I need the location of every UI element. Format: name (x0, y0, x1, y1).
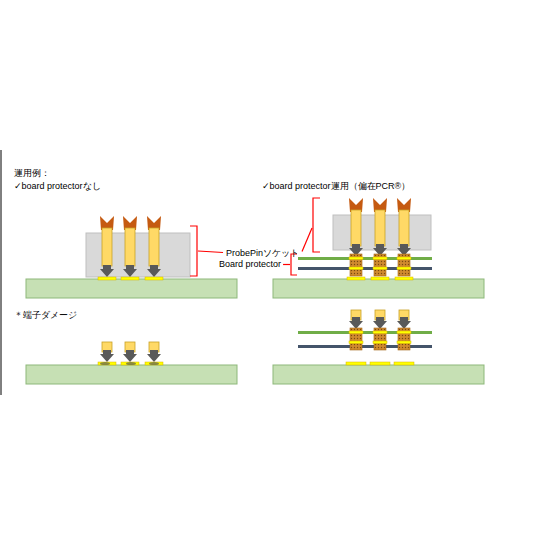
part-label: ProbePinソケット (226, 248, 299, 259)
callout-brackets (190, 198, 320, 276)
leader-line (302, 228, 312, 252)
panel-heading: ✓board protector運用（偏在PCR®） (262, 181, 410, 192)
part-label: Board protector (219, 259, 281, 270)
section-heading: 運用例： (14, 168, 50, 179)
panel-heading: ✓board protectorなし (14, 181, 101, 192)
leader-line (198, 251, 223, 253)
note-label: ＊端子ダメージ (14, 310, 77, 321)
protected-terminals (273, 310, 484, 384)
leader-line (283, 264, 290, 265)
damaged-terminals (26, 342, 237, 384)
socket-without-protector (26, 216, 237, 298)
page-edge (1, 150, 2, 395)
socket-with-protector (273, 198, 484, 298)
